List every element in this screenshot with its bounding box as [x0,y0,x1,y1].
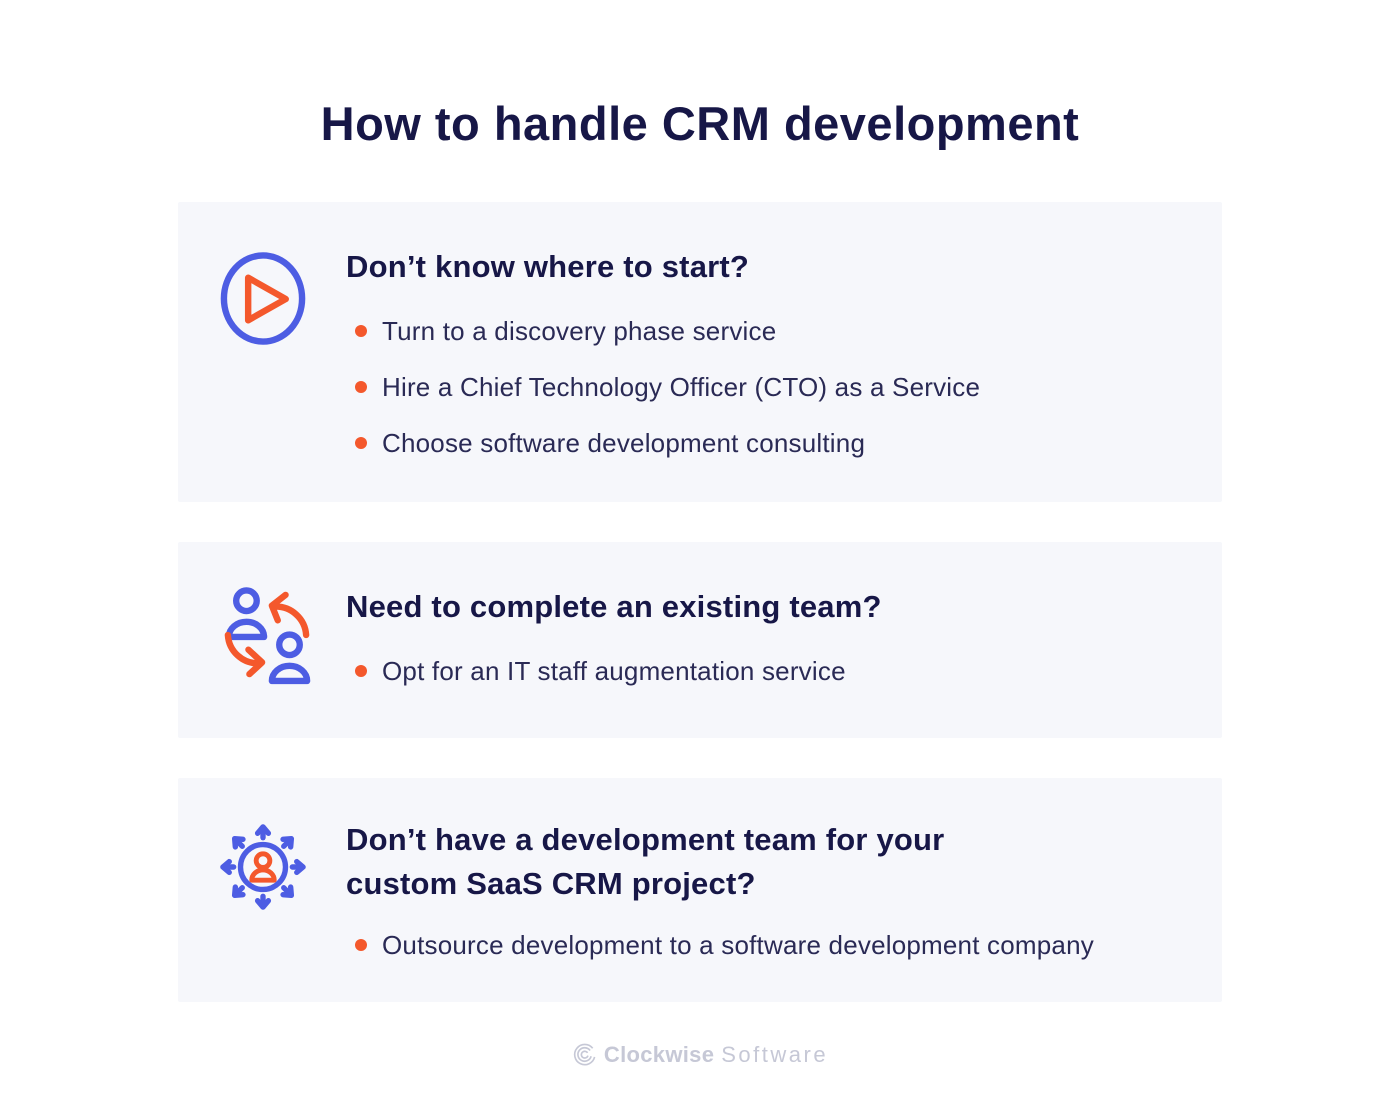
card-heading: Need to complete an existing team? [346,589,882,624]
list-item: Opt for an IT staff augmentation service [355,643,846,699]
bullet-dot [355,939,367,951]
list-item: Hire a Chief Technology Officer (CTO) as… [355,359,980,415]
brand-name-light: Software [721,1042,829,1067]
bullet-dot [355,325,367,337]
list-item: Choose software development consulting [355,415,980,471]
bullet-text: Choose software development consulting [382,427,866,458]
bullet-text: Outsource development to a software deve… [382,929,1094,960]
clockwise-logo-icon [572,1043,597,1068]
bullet-text: Opt for an IT staff augmentation service [382,655,846,686]
card-heading: Don’t have a development team for your c… [346,822,945,901]
card-discovery: Don’t know where to start? Turn to a dis… [178,202,1222,502]
list-item: Outsource development to a software deve… [355,917,1094,973]
list-item: Turn to a discovery phase service [355,303,980,359]
play-icon [220,252,306,350]
brand-footer: Clockwise Software [0,1042,1400,1068]
outsource-network-icon [219,822,307,917]
bullet-list: Outsource development to a software deve… [355,917,1094,973]
card-outsourcing: Don’t have a development team for your c… [178,778,1222,1002]
bullet-text: Hire a Chief Technology Officer (CTO) as… [382,371,981,402]
bullet-dot [355,437,367,449]
bullet-list: Turn to a discovery phase service Hire a… [355,303,980,471]
card-heading: Don’t know where to start? [346,249,750,284]
page-title: How to handle CRM development [320,97,1080,150]
team-exchange-icon [222,585,312,690]
bullet-list: Opt for an IT staff augmentation service [355,643,846,699]
bullet-dot [355,381,367,393]
bullet-dot [355,665,367,677]
brand-name-bold: Clockwise [603,1042,715,1067]
card-staff-augmentation: Need to complete an existing team? Opt f… [178,542,1222,738]
bullet-text: Turn to a discovery phase service [382,315,777,346]
